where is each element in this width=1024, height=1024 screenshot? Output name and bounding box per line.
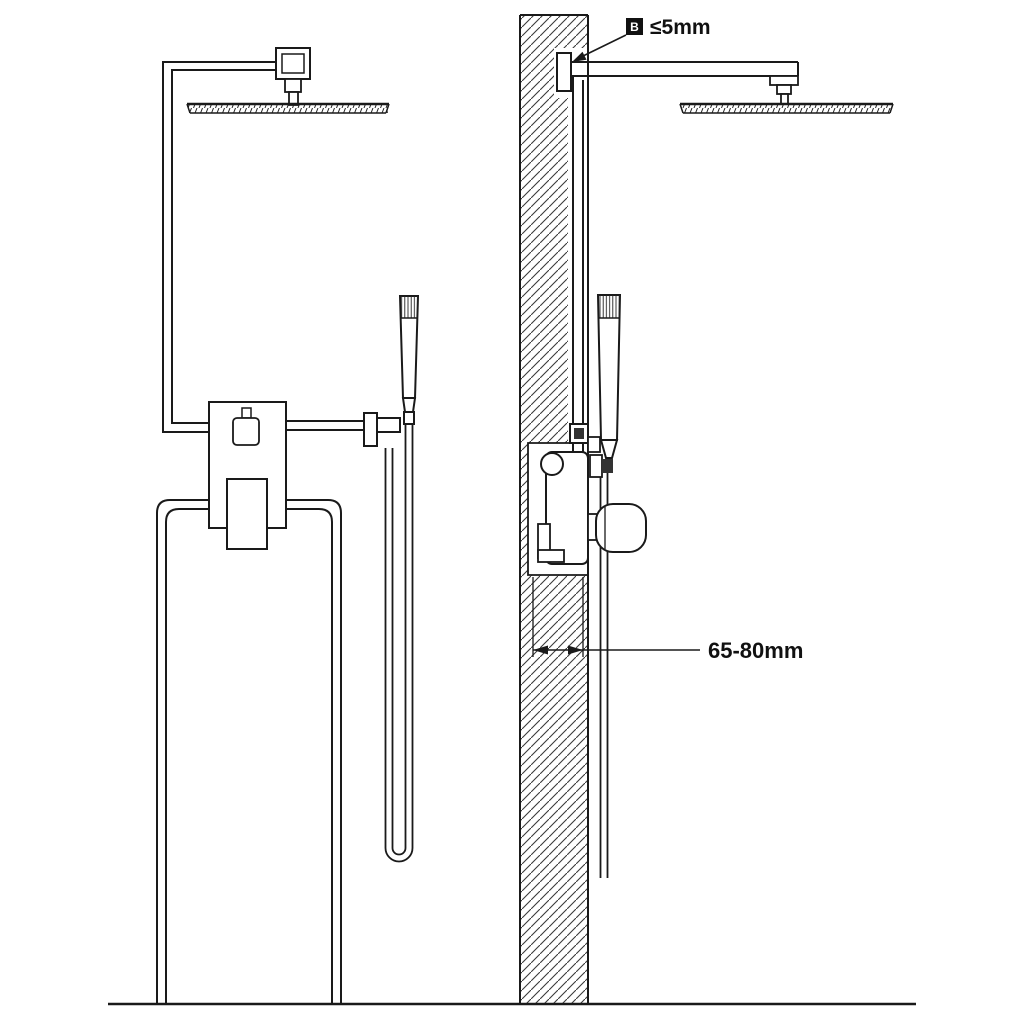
marker-b-label: B bbox=[630, 20, 639, 34]
in-wall-pipe bbox=[569, 76, 589, 452]
annotation-arrowhead bbox=[572, 51, 587, 62]
supply-pipe bbox=[162, 61, 277, 433]
front-view bbox=[156, 47, 420, 1004]
valve-knob bbox=[595, 503, 647, 553]
wall-recess-outline bbox=[527, 442, 588, 576]
arm-flange-front bbox=[275, 47, 311, 106]
embed-depth-label: 65-80mm bbox=[708, 638, 803, 663]
rain-head-section bbox=[679, 102, 894, 114]
dim-arrow-right bbox=[568, 645, 583, 655]
wall-bracket bbox=[587, 436, 601, 453]
rain-head-front bbox=[186, 102, 390, 114]
outlet-pipe bbox=[286, 420, 368, 431]
section-view bbox=[519, 14, 894, 1004]
annotation-wall-gap bbox=[572, 18, 643, 62]
hand-shower-front bbox=[398, 295, 420, 425]
hand-shower-section bbox=[587, 294, 622, 878]
mixer-valve-front bbox=[208, 401, 287, 550]
marker-b-box bbox=[626, 18, 643, 35]
shower-hose-front bbox=[384, 424, 414, 863]
wall-gap-label: ≤5mm bbox=[650, 16, 711, 39]
concealed-valve bbox=[537, 451, 647, 565]
dimension-embed-depth bbox=[532, 577, 700, 657]
panel-frame bbox=[156, 499, 342, 1004]
shower-arm-section bbox=[556, 52, 799, 105]
hand-shower-holder-front bbox=[363, 412, 401, 447]
dim-arrow-left bbox=[533, 645, 548, 655]
